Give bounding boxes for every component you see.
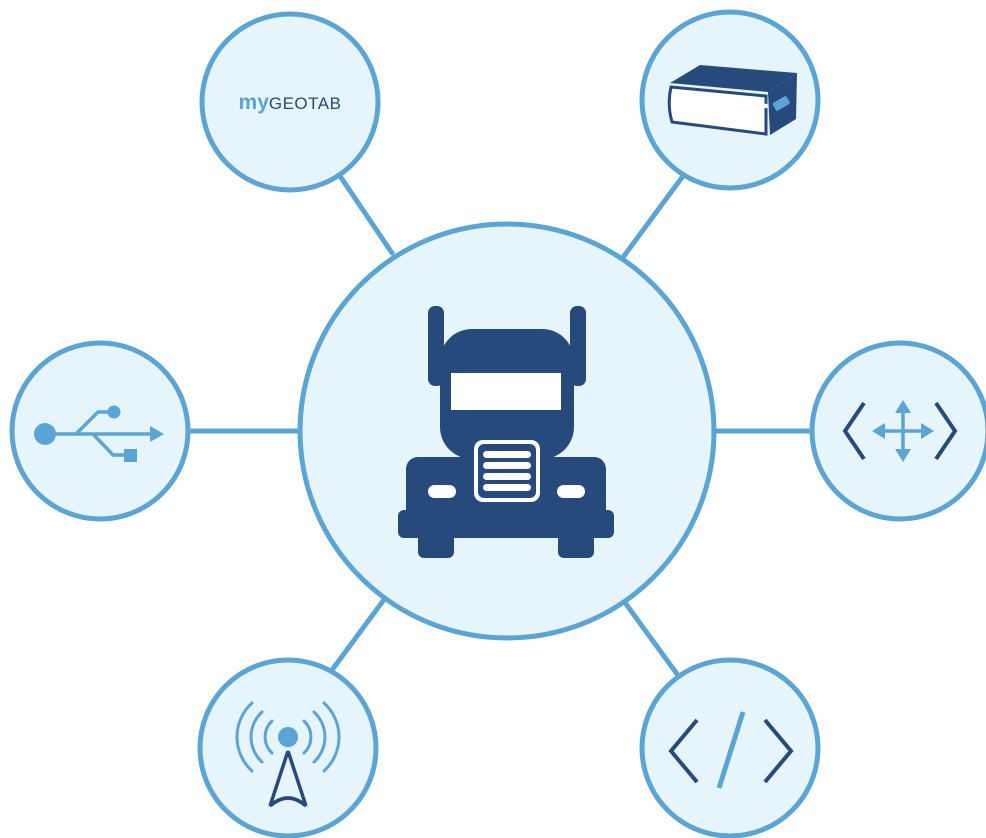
connector-device (621, 173, 686, 259)
node-wireless-circle (197, 657, 379, 838)
node-network[interactable] (809, 340, 986, 522)
connector-wireless (329, 598, 386, 673)
node-code[interactable] (639, 657, 821, 838)
truck-icon (398, 306, 614, 558)
connectors (187, 173, 815, 677)
network-expand-icon (842, 400, 958, 462)
connector-mygeotab (337, 173, 395, 256)
mygeotab-logo: myGEOTAB (239, 91, 342, 114)
connector-code (623, 601, 680, 677)
mygeotab-logo-prefix: my (239, 91, 270, 114)
hub-node (297, 221, 717, 641)
usb-icon (34, 405, 164, 462)
node-usb[interactable] (9, 340, 191, 522)
mygeotab-logo-name: GEOTAB (269, 94, 342, 113)
antenna-icon (235, 701, 341, 808)
node-mygeotab[interactable]: myGEOTAB (199, 11, 381, 193)
node-usb-circle (9, 340, 191, 522)
node-wireless[interactable] (197, 657, 379, 838)
node-mygeotab-circle (199, 11, 381, 193)
code-icon (668, 711, 794, 789)
node-device[interactable] (639, 9, 821, 191)
telematics-device-icon (667, 65, 797, 136)
